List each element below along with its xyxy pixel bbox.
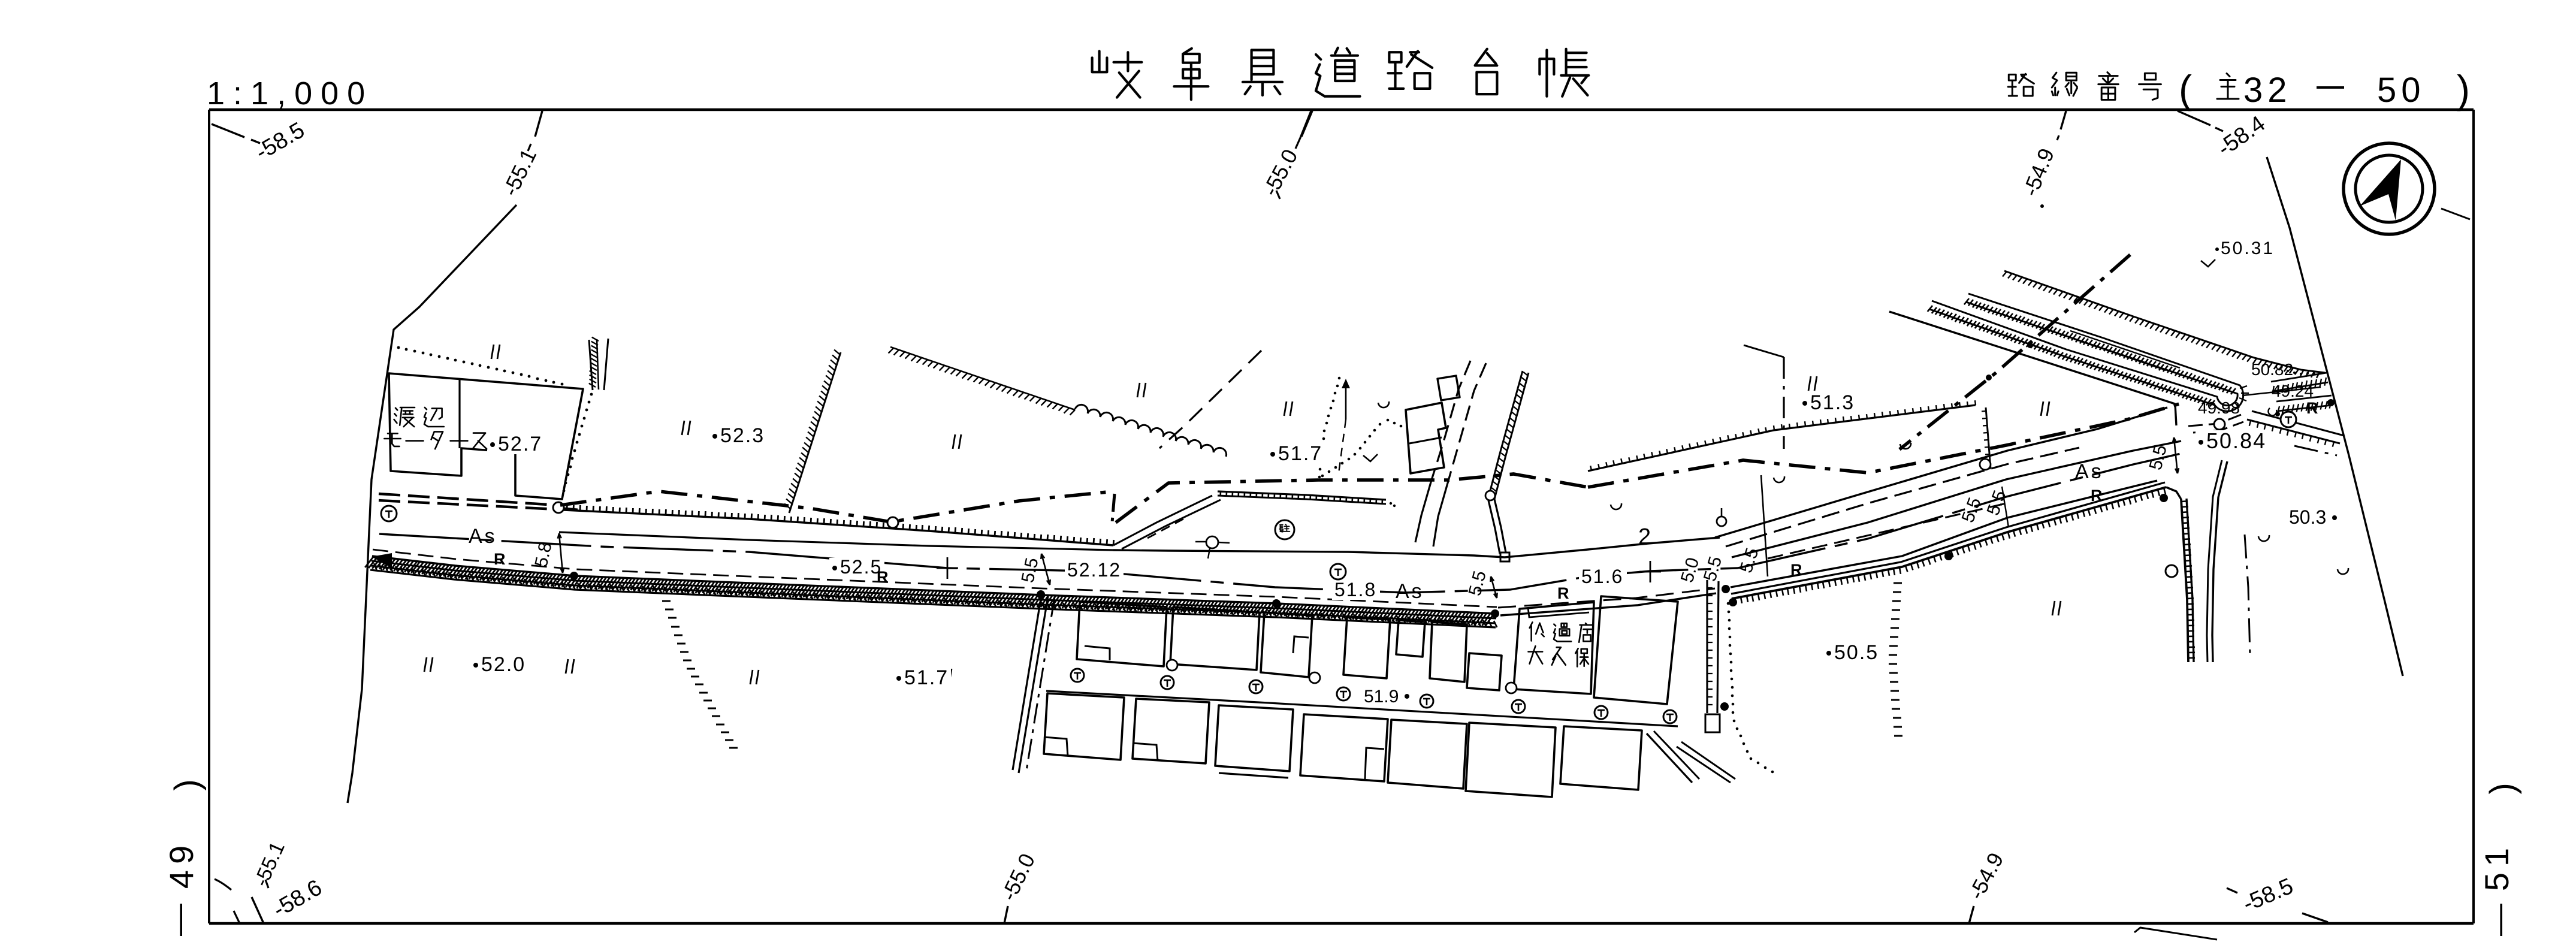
svg-text:49: 49 <box>162 840 200 889</box>
svg-text:52.7: 52.7 <box>498 433 542 455</box>
svg-text:50.84: 50.84 <box>2206 428 2266 453</box>
svg-text:—: — <box>2481 904 2517 936</box>
svg-text:50.3: 50.3 <box>2289 506 2326 528</box>
svg-text:51.7: 51.7 <box>1278 442 1322 465</box>
svg-text:51.3: 51.3 <box>1810 391 1855 414</box>
svg-text:52.12: 52.12 <box>1067 559 1121 581</box>
svg-text:51: 51 <box>2478 842 2515 891</box>
svg-text:51.9: 51.9 <box>1364 687 1399 707</box>
svg-text:50.82: 50.82 <box>2251 360 2293 379</box>
svg-text:1:1,000: 1:1,000 <box>207 76 373 111</box>
svg-text:R: R <box>2091 487 2103 505</box>
svg-text:50.31: 50.31 <box>2221 238 2275 258</box>
svg-text:R: R <box>1790 561 1802 579</box>
svg-text:49.98: 49.98 <box>2198 398 2240 417</box>
svg-text:52.3: 52.3 <box>720 424 765 447</box>
svg-text:R: R <box>1557 584 1569 602</box>
svg-text:R: R <box>494 550 506 568</box>
svg-text:52.0: 52.0 <box>481 653 526 676</box>
svg-text:51.6: 51.6 <box>1581 566 1623 587</box>
svg-text:51.8: 51.8 <box>1334 579 1376 600</box>
svg-text:As: As <box>1396 580 1424 603</box>
svg-text:R: R <box>2306 399 2318 417</box>
svg-text:32: 32 <box>2243 71 2292 110</box>
svg-text:R: R <box>877 568 889 586</box>
svg-text:As: As <box>469 525 497 548</box>
svg-text:51.7: 51.7 <box>904 666 949 689</box>
svg-text:52.5: 52.5 <box>840 556 882 578</box>
svg-text:(: ( <box>2179 67 2192 111</box>
svg-text:): ) <box>168 779 207 790</box>
svg-text:As: As <box>2075 460 2104 483</box>
svg-text:50.5: 50.5 <box>1834 641 1879 664</box>
svg-text:—: — <box>161 904 197 936</box>
svg-text:): ) <box>2457 67 2470 111</box>
svg-text:50: 50 <box>2377 71 2426 110</box>
svg-text:): ) <box>2483 783 2522 794</box>
svg-text:2: 2 <box>1638 524 1651 550</box>
